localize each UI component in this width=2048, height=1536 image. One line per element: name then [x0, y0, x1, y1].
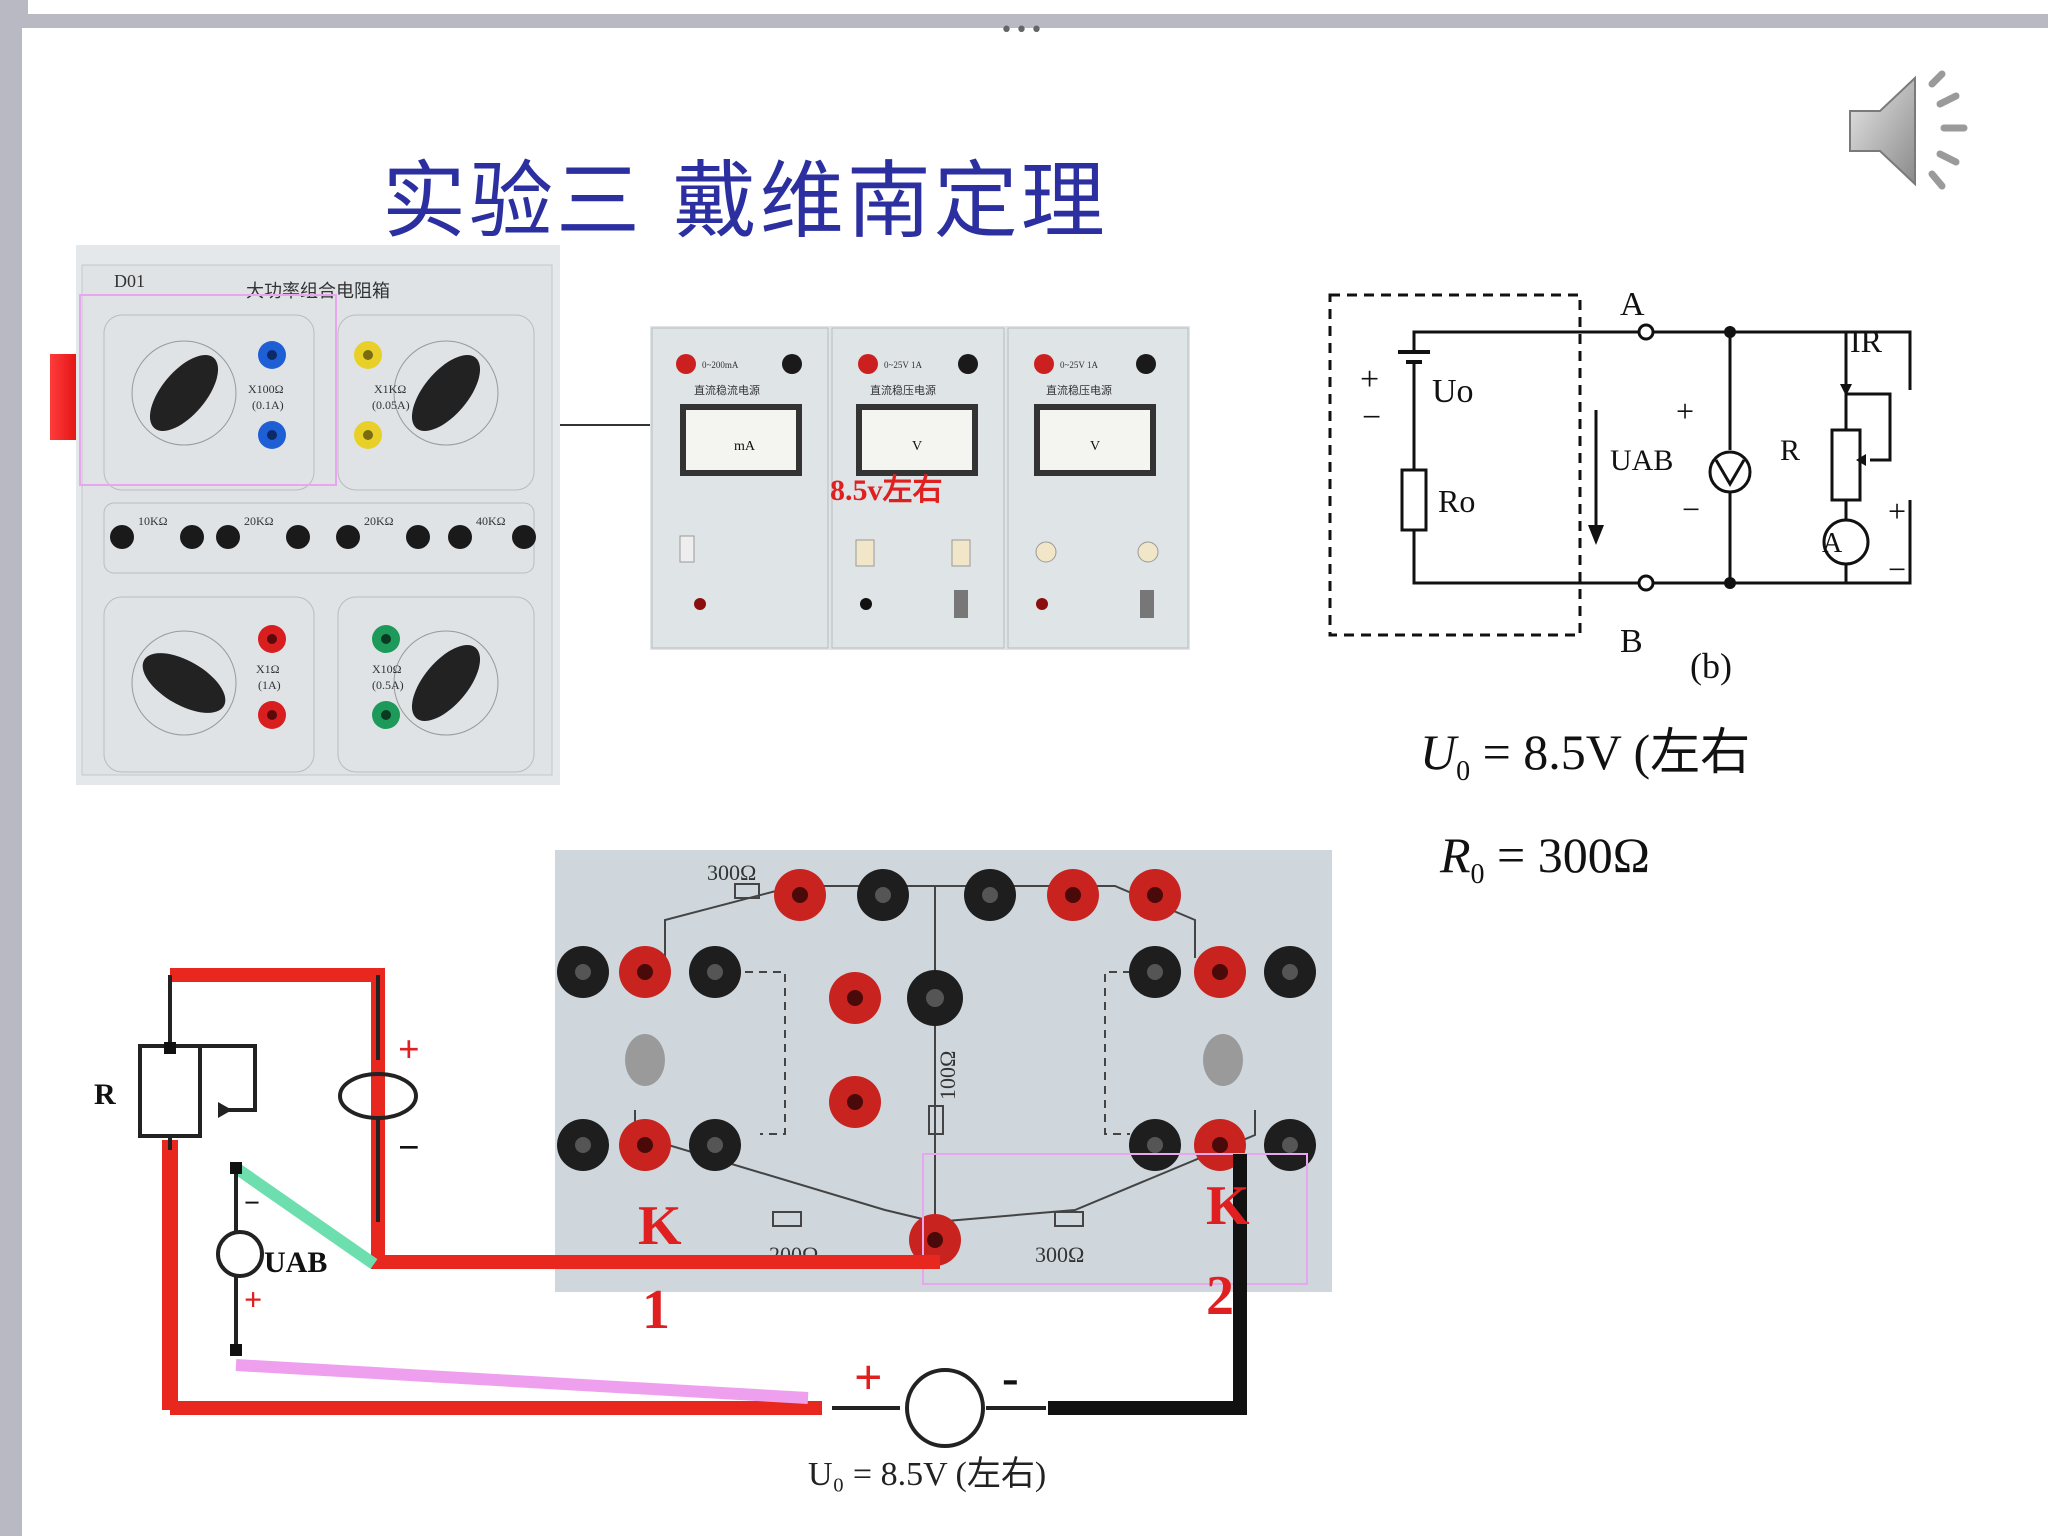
connector-line — [560, 424, 652, 426]
svg-text:A: A — [1822, 528, 1843, 559]
dial-knob[interactable] — [133, 641, 235, 725]
resistor-box-photo: D01 大功率组合电阻箱 X100Ω (0.1A) X1KΩ (0.05A) 1… — [76, 245, 560, 785]
svg-text:X1Ω: X1Ω — [256, 662, 280, 676]
svg-text:mA: mA — [734, 439, 756, 454]
svg-text:(1A): (1A) — [258, 678, 281, 692]
source-plus-label: + — [854, 1349, 883, 1405]
thevenin-schematic: A A B + − Uo Ro UAB + − IR R + − (b) — [1328, 286, 1912, 686]
source-label: Uo — [1432, 373, 1474, 410]
slide-accent-tab — [50, 354, 80, 440]
svg-text:+: + — [1888, 493, 1906, 529]
node-a-label: A — [1620, 286, 1645, 323]
svg-text:300Ω: 300Ω — [707, 860, 756, 885]
svg-text:−: − — [398, 1127, 420, 1169]
svg-text:直流稳流电源: 直流稳流电源 — [694, 383, 760, 397]
svg-text:−: − — [1888, 551, 1906, 587]
svg-text:10KΩ: 10KΩ — [138, 514, 168, 528]
svg-text:直流稳压电源: 直流稳压电源 — [1046, 383, 1112, 397]
svg-text:0~25V 1A: 0~25V 1A — [884, 360, 922, 370]
slide-title: 实验三 戴维南定理 — [382, 152, 1108, 250]
svg-text:20KΩ: 20KΩ — [364, 514, 394, 528]
toggle-switch-k2[interactable] — [1203, 1034, 1243, 1086]
svg-text:+: + — [1360, 361, 1379, 398]
k1-label: K — [638, 1195, 682, 1257]
speaker-icon[interactable] — [1840, 66, 1990, 196]
left-frame-bar — [0, 0, 22, 1536]
svg-text:(0.1A): (0.1A) — [252, 398, 284, 412]
svg-text:(0.5A): (0.5A) — [372, 678, 404, 692]
internal-r-label: Ro — [1438, 483, 1475, 519]
svg-text:+: + — [398, 1029, 420, 1071]
highlight-box — [922, 1153, 1308, 1285]
dial-knob[interactable] — [400, 634, 493, 733]
k2-label: K — [1206, 1175, 1250, 1237]
source-voltage-label: U₀ = 8.5V (左右) — [808, 1456, 1047, 1493]
schematic-caption: (b) — [1690, 646, 1732, 686]
svg-text:V: V — [1090, 439, 1100, 454]
svg-text:V: V — [912, 439, 922, 454]
svg-text:40KΩ: 40KΩ — [476, 514, 506, 528]
ir-label: IR — [1850, 323, 1883, 359]
svg-text:+: + — [244, 1281, 262, 1317]
dial-knob[interactable] — [400, 344, 493, 443]
wiring-r-label: R — [94, 1078, 116, 1111]
svg-text:−: − — [1362, 399, 1381, 436]
svg-text:20KΩ: 20KΩ — [244, 514, 274, 528]
equation-u0: U0 = 8.5V (左右 — [1420, 724, 1751, 787]
resistor-box-model: D01 — [114, 271, 145, 291]
svg-text:0~25V 1A: 0~25V 1A — [1060, 360, 1098, 370]
node-b-label: B — [1620, 623, 1643, 660]
svg-text:直流稳压电源: 直流稳压电源 — [870, 383, 936, 397]
svg-text:X1KΩ: X1KΩ — [374, 382, 406, 396]
dial-knob[interactable] — [138, 344, 231, 443]
voltage-annotation: 8.5v左右 — [830, 474, 943, 507]
top-frame-bar — [0, 0, 2048, 28]
svg-text:100Ω: 100Ω — [935, 1051, 960, 1100]
power-supply-photo: 0~200mA 直流稳流电源 mA 0~25V 1A 直流稳压电源 V 0~25… — [650, 326, 1190, 650]
more-options-icon[interactable]: ••• — [1000, 18, 1045, 43]
svg-text:−: − — [244, 1188, 260, 1219]
svg-text:0~200mA: 0~200mA — [702, 360, 739, 370]
svg-text:−: − — [1682, 491, 1700, 527]
r-label: R — [1780, 434, 1800, 467]
svg-text:(0.05A): (0.05A) — [372, 398, 410, 412]
equation-r0: R0 = 300Ω — [1440, 827, 1650, 890]
highlight-box — [79, 294, 337, 486]
svg-text:X100Ω: X100Ω — [248, 382, 284, 396]
uab-label: UAB — [1610, 444, 1673, 477]
source-minus-label: - — [1002, 1349, 1019, 1405]
svg-text:300Ω: 300Ω — [1035, 1242, 1084, 1267]
toggle-switch-k1[interactable] — [625, 1034, 665, 1086]
svg-text:+: + — [1676, 393, 1694, 429]
k2-number: 2 — [1206, 1265, 1234, 1327]
svg-text:X10Ω: X10Ω — [372, 662, 402, 676]
circuit-board-photo: 300Ω 100Ω 200Ω 300Ω — [555, 850, 1332, 1292]
k1-number: 1 — [642, 1279, 670, 1341]
wiring-uab-label: UAB — [264, 1246, 327, 1279]
